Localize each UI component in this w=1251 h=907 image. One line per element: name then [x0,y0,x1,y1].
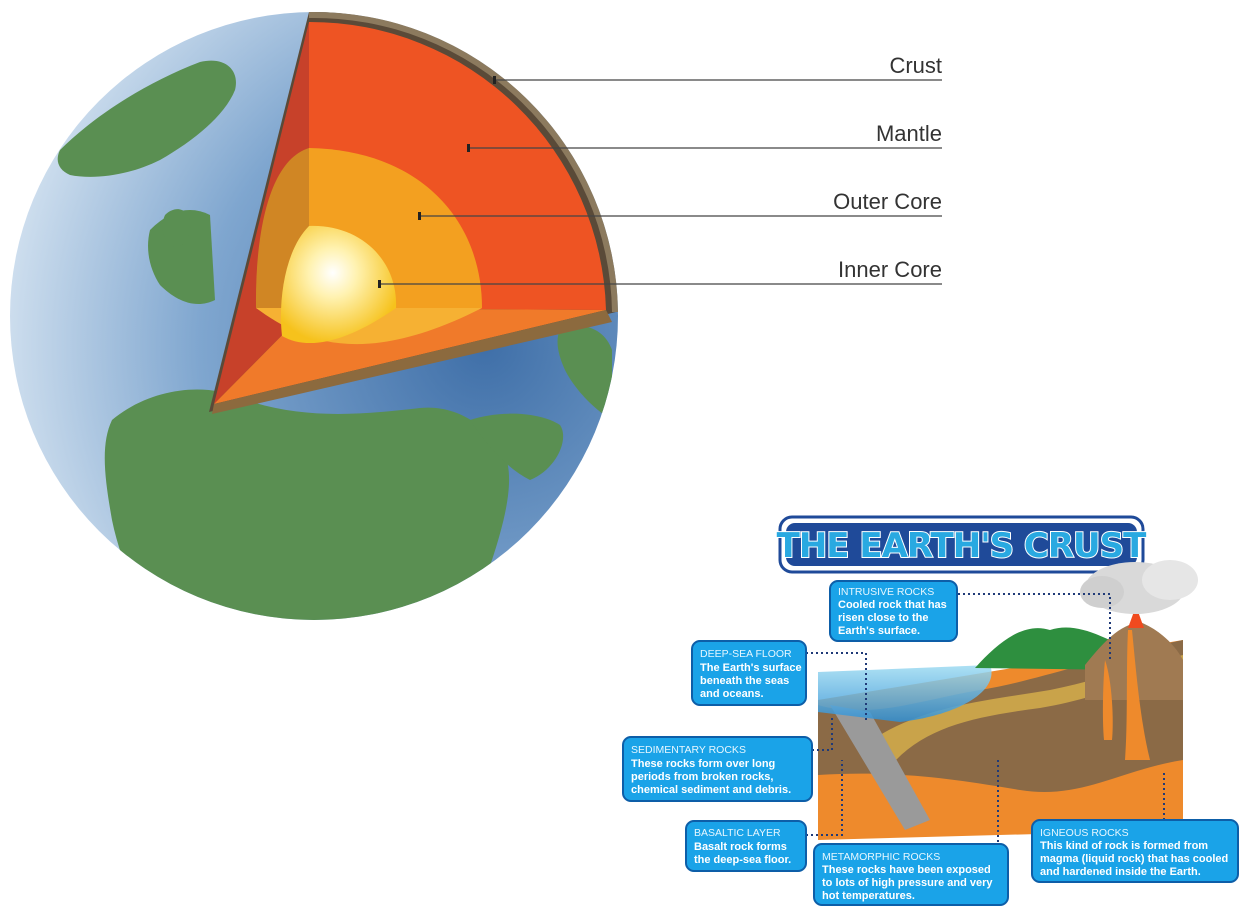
box-basaltic-line: the deep-sea floor. [694,854,791,866]
label-inner-core: Inner Core [838,257,942,282]
deep-sea-leader [806,652,867,720]
box-metamorphic-line: to lots of high pressure and very [822,877,993,889]
intrusion [1102,660,1113,740]
box-igneous-bg [1031,819,1239,883]
box-metamorphic-line: These rocks have been exposed [822,864,991,876]
box-intrusive-rocks: INTRUSIVE ROCKS Cooled rock that has ris… [829,580,958,642]
basalt-slab [830,705,930,830]
box-sedimentary-line: periods from broken rocks, [631,771,773,783]
outer-core-tick [418,212,421,220]
box-metamorphic-heading: METAMORPHIC ROCKS [822,851,940,863]
box-sedimentary-line: chemical sediment and debris. [631,784,791,796]
box-deep-sea-line: beneath the seas [700,675,789,687]
cross-section [818,560,1198,840]
box-basaltic-line: Basalt rock forms [694,841,787,853]
lava-plume [1128,606,1144,628]
crust-title: THE EARTH'S CRUST [777,526,1148,566]
box-metamorphic-line: hot temperatures. [822,890,915,902]
mantle-tick [467,144,470,152]
leader-ticks [378,76,496,288]
box-sedimentary-line: These rocks form over long [631,758,775,770]
continent-british-isles [162,209,191,247]
box-igneous-line: magma (liquid rock) that has cooled [1040,853,1228,865]
box-sedimentary-rocks: SEDIMENTARY ROCKS These rocks form over … [622,736,813,802]
box-basaltic-bg [685,820,807,872]
leader-lines [379,79,942,285]
ash-cloud-3 [1080,576,1124,608]
box-deep-sea-heading: DEEP-SEA FLOOR [700,648,792,660]
crust-infographic: THE EARTH'S CRUST [622,515,1239,906]
box-deep-sea-bg [691,640,807,706]
label-crust: Crust [889,53,942,78]
box-basaltic-heading: BASALTIC LAYER [694,827,781,839]
inner-core-tick [378,280,381,288]
magma-conduit [1125,630,1150,760]
cutaway [209,11,618,414]
box-igneous-line: and hardened inside the Earth. [1040,866,1201,878]
sedimentary-leader [812,715,833,751]
ocean [818,665,992,722]
box-intrusive-line: Cooled rock that has [838,599,947,611]
box-sedimentary-bg [622,736,813,802]
box-metamorphic-bg [813,843,1009,906]
continent-africa [104,389,510,620]
continent-east [557,326,612,420]
box-igneous-line: This kind of rock is formed from [1040,840,1208,852]
box-intrusive-line: Earth's surface. [838,625,920,637]
continents [57,60,612,620]
box-deep-sea-floor: DEEP-SEA FLOOR The Earth's surface benea… [691,640,807,706]
box-igneous-rocks: IGNEOUS ROCKS This kind of rock is forme… [1031,819,1239,883]
box-intrusive-line: risen close to the [838,612,928,624]
inner-core [280,225,397,344]
continent-arabia [470,413,564,480]
box-intrusive-bg [829,580,958,642]
box-metamorphic-rocks: METAMORPHIC ROCKS These rocks have been … [813,843,1009,906]
box-deep-sea-line: and oceans. [700,688,764,700]
intrusive-leader [958,593,1111,660]
label-outer-core: Outer Core [833,189,942,214]
earth-layers-diagram: Crust Mantle Outer Core Inner Core [10,11,942,620]
label-mantle: Mantle [876,121,942,146]
ash-cloud-2 [1142,560,1198,600]
box-deep-sea-line: The Earth's surface [700,662,802,674]
box-sedimentary-heading: SEDIMENTARY ROCKS [631,744,746,756]
continent-scandinavia [57,60,236,177]
basaltic-leader [806,760,843,836]
box-intrusive-heading: INTRUSIVE ROCKS [838,586,934,598]
box-igneous-heading: IGNEOUS ROCKS [1040,827,1129,839]
title-banner-inner [786,523,1137,566]
crust-bottom-edge [212,310,612,414]
box-basaltic-layer: BASALTIC LAYER Basalt rock forms the dee… [685,820,807,872]
crust-tick [493,76,496,84]
